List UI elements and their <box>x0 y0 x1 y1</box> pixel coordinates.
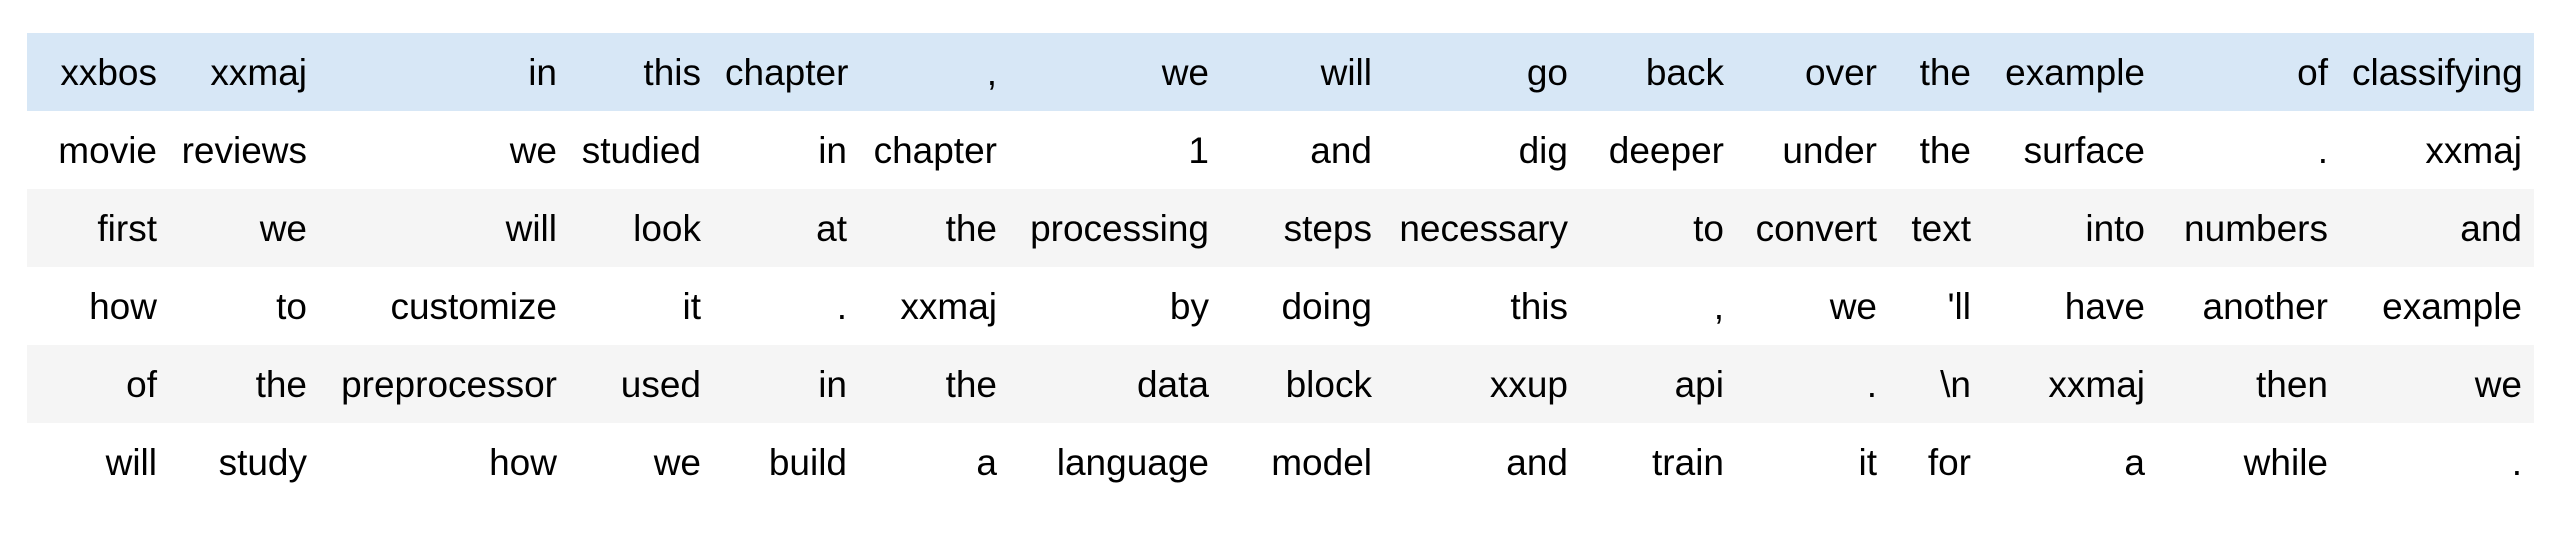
token-cell: in <box>818 129 847 171</box>
token-cell: data <box>1136 363 1209 405</box>
token-cell: it <box>1858 441 1878 483</box>
token-cell: chapter <box>873 129 997 171</box>
token-cell: we <box>509 129 557 171</box>
token-cell: have <box>2064 285 2145 327</box>
token-cell: studied <box>581 129 701 171</box>
token-cell: surface <box>2023 129 2145 171</box>
token-cell: reviews <box>181 129 307 171</box>
token-cell: will <box>1320 51 1372 93</box>
token-cell: to <box>1693 207 1724 249</box>
token-cell: . <box>2317 129 2328 171</box>
token-cell: xxbos <box>60 51 157 93</box>
token-cell: the <box>945 363 997 405</box>
table-row: of the preprocessor used in the data block xxup a… <box>27 345 2534 423</box>
token-cell: example <box>2005 51 2145 93</box>
table-row: will study how we build a language model and trai… <box>27 423 2534 501</box>
token-cell: to <box>276 285 307 327</box>
token-cell: go <box>1526 51 1568 93</box>
token-cell: this <box>643 51 701 93</box>
token-cell: we <box>1829 285 1877 327</box>
token-cell: . <box>2511 441 2522 483</box>
token-cell: used <box>620 363 701 405</box>
token-cell: at <box>816 207 847 249</box>
token-cell: build <box>768 441 847 483</box>
token-cell: the <box>1919 129 1971 171</box>
token-cell: xxmaj <box>2425 129 2522 171</box>
token-cell: example <box>2382 285 2522 327</box>
token-cell: processing <box>1030 207 1209 249</box>
token-cell: another <box>2202 285 2329 327</box>
token-cell: for <box>1927 441 1971 483</box>
token-cell: we <box>2474 363 2522 405</box>
token-cell: it <box>682 285 702 327</box>
token-cell: doing <box>1281 285 1372 327</box>
token-cell: a <box>2124 441 2145 483</box>
token-cell: xxup <box>1489 363 1568 405</box>
tokenized-text-table: xxbos xxmaj in this chapter, we will go back over… <box>27 33 2534 501</box>
token-cell: and <box>1310 129 1372 171</box>
token-cell: numbers <box>2184 207 2328 249</box>
token-cell: will <box>105 441 157 483</box>
token-cell: . <box>1866 363 1877 405</box>
token-cell: in <box>818 363 847 405</box>
token-cell: . <box>836 285 847 327</box>
token-cell: movie <box>58 129 157 171</box>
token-cell: the <box>945 207 997 249</box>
token-cell: over <box>1805 51 1877 93</box>
token-cell: classifying <box>2352 51 2523 93</box>
token-cell: back <box>1645 51 1724 93</box>
token-cell: this <box>1510 285 1568 327</box>
token-cell: language <box>1056 441 1209 483</box>
token-cell: preprocessor <box>341 363 557 405</box>
token-cell: necessary <box>1399 207 1568 249</box>
token-cell: first <box>97 207 157 249</box>
token-cell: chapter <box>725 51 849 93</box>
token-cell: steps <box>1283 207 1372 249</box>
table-row-highlighted: xxbos xxmaj in this chapter, we will go back over… <box>27 33 2534 111</box>
token-cell: in <box>528 51 557 93</box>
token-cell: while <box>2243 441 2328 483</box>
token-cell: convert <box>1755 207 1877 249</box>
token-cell: of <box>126 363 157 405</box>
token-cell: will <box>505 207 557 249</box>
token-cell: 1 <box>1188 129 1209 171</box>
token-cell: xxmaj <box>2048 363 2145 405</box>
token-cell: of <box>2297 51 2328 93</box>
token-cell: under <box>1782 129 1877 171</box>
token-cell: block <box>1285 363 1372 405</box>
token-cell: xxmaj <box>210 51 307 93</box>
token-cell: 'll <box>1947 285 1971 327</box>
token-cell: deeper <box>1608 129 1724 171</box>
token-cell: train <box>1652 441 1724 483</box>
token-cell: we <box>1161 51 1209 93</box>
table-row: how to customize it. xxmaj by doing this, we 'll h… <box>27 267 2534 345</box>
table-body: xxbos xxmaj in this chapter, we will go back over… <box>27 33 2534 501</box>
token-cell: look <box>633 207 701 249</box>
token-cell: and <box>1506 441 1568 483</box>
token-cell: by <box>1169 285 1209 327</box>
token-cell: a <box>976 441 997 483</box>
token-cell: the <box>1919 51 1971 93</box>
token-cell: model <box>1271 441 1372 483</box>
token-cell: study <box>218 441 307 483</box>
token-cell: dig <box>1518 129 1568 171</box>
token-cell: , <box>986 51 997 93</box>
token-cell: we <box>653 441 701 483</box>
token-cell: into <box>2085 207 2145 249</box>
token-cell: , <box>1713 285 1724 327</box>
token-cell: then <box>2255 363 2328 405</box>
token-cell: xxmaj <box>900 285 997 327</box>
token-cell: and <box>2460 207 2522 249</box>
token-cell: we <box>259 207 307 249</box>
token-cell: \n <box>1940 363 1971 405</box>
table-row: first we will look at the processing steps neces… <box>27 189 2534 267</box>
token-cell: api <box>1674 363 1724 405</box>
token-cell: the <box>255 363 307 405</box>
token-cell: text <box>1911 207 1971 249</box>
token-cell: how <box>489 441 557 483</box>
token-cell: customize <box>390 285 557 327</box>
token-cell: how <box>89 285 157 327</box>
